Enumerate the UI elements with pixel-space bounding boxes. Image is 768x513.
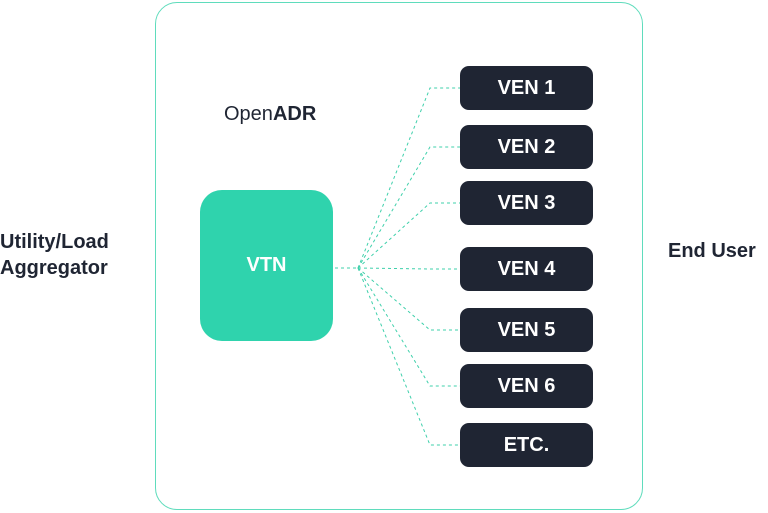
utility-aggregator-label: Utility/Load Aggregator — [0, 229, 150, 281]
left-label-line-1: Utility/Load — [0, 231, 109, 253]
ven-label-5: VEN 5 — [497, 318, 556, 341]
vtn-node: VTN — [200, 190, 333, 341]
openadr-title-bold: ADR — [272, 103, 317, 125]
connector-line-4 — [357, 267, 460, 270]
ven-label-4: VEN 4 — [497, 257, 556, 280]
ven-label-6: VEN 6 — [497, 374, 556, 397]
openadr-title: OpenADR — [224, 103, 316, 126]
connector-line-7 — [357, 267, 460, 446]
ven-node-4: VEN 4 — [460, 247, 593, 291]
ven-node-6: VEN 6 — [460, 364, 593, 408]
etc-node: ETC. — [460, 423, 593, 467]
ven-label-2: VEN 2 — [497, 135, 556, 158]
end-user-label: End User — [668, 240, 756, 262]
openadr-title-prefix: Open — [224, 103, 273, 125]
vtn-label: VTN — [246, 254, 287, 276]
connector-line-1 — [357, 87, 460, 269]
connector-line-2 — [357, 146, 460, 269]
openadr-frame — [155, 2, 643, 510]
ven-node-2: VEN 2 — [460, 125, 593, 169]
ven-node-5: VEN 5 — [460, 308, 593, 352]
connector-line-3 — [357, 202, 460, 269]
ven-label-1: VEN 1 — [497, 76, 556, 99]
etc-label: ETC. — [503, 433, 550, 456]
connector-line-5 — [357, 267, 460, 331]
ven-label-3: VEN 3 — [497, 191, 556, 214]
connector-line-6 — [357, 267, 460, 387]
ven-node-3: VEN 3 — [460, 181, 593, 225]
left-label-line-2: Aggregator — [0, 257, 108, 279]
ven-node-1: VEN 1 — [460, 66, 593, 110]
